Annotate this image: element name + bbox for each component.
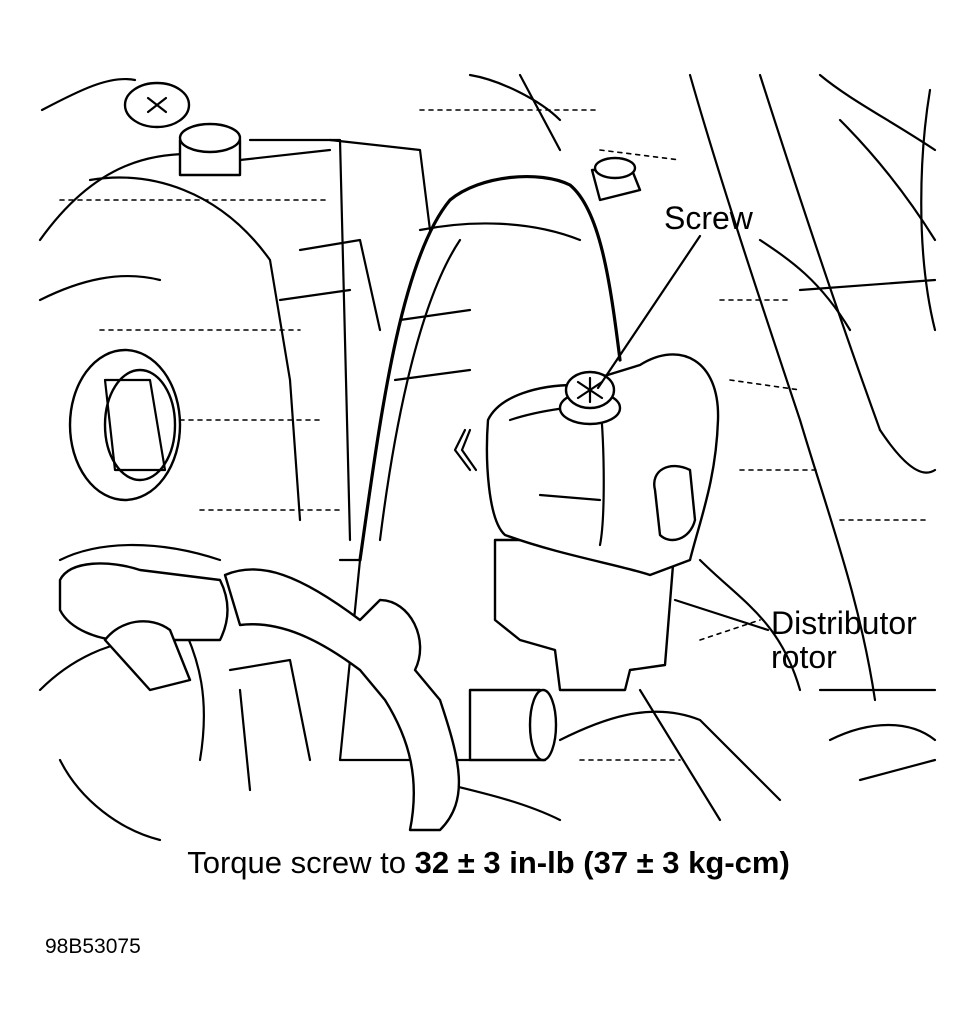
caption-prefix: Torque screw to: [187, 845, 415, 880]
distributor-rotor: [485, 353, 720, 692]
left-engine-block: [68, 138, 432, 542]
engine-background-lines: [38, 73, 937, 842]
distributor-rotor-label: Distributor rotor: [771, 606, 917, 674]
caption-torque-kg-cm: (37 ± 3 kg-cm): [583, 845, 790, 880]
screw-label: Screw: [664, 200, 753, 236]
top-bolts: [123, 81, 642, 202]
hoses-and-harness: [58, 562, 558, 832]
distributor-label-line1: Distributor: [771, 605, 917, 641]
leader-lines: [596, 234, 770, 632]
caption-torque-in-lb: 32 ± 3 in-lb: [414, 845, 575, 880]
figure-id: 98B53075: [45, 935, 141, 958]
distributor-label-line2: rotor: [771, 639, 837, 675]
torque-caption: Torque screw to 32 ± 3 in-lb (37 ± 3 kg-…: [0, 845, 977, 881]
